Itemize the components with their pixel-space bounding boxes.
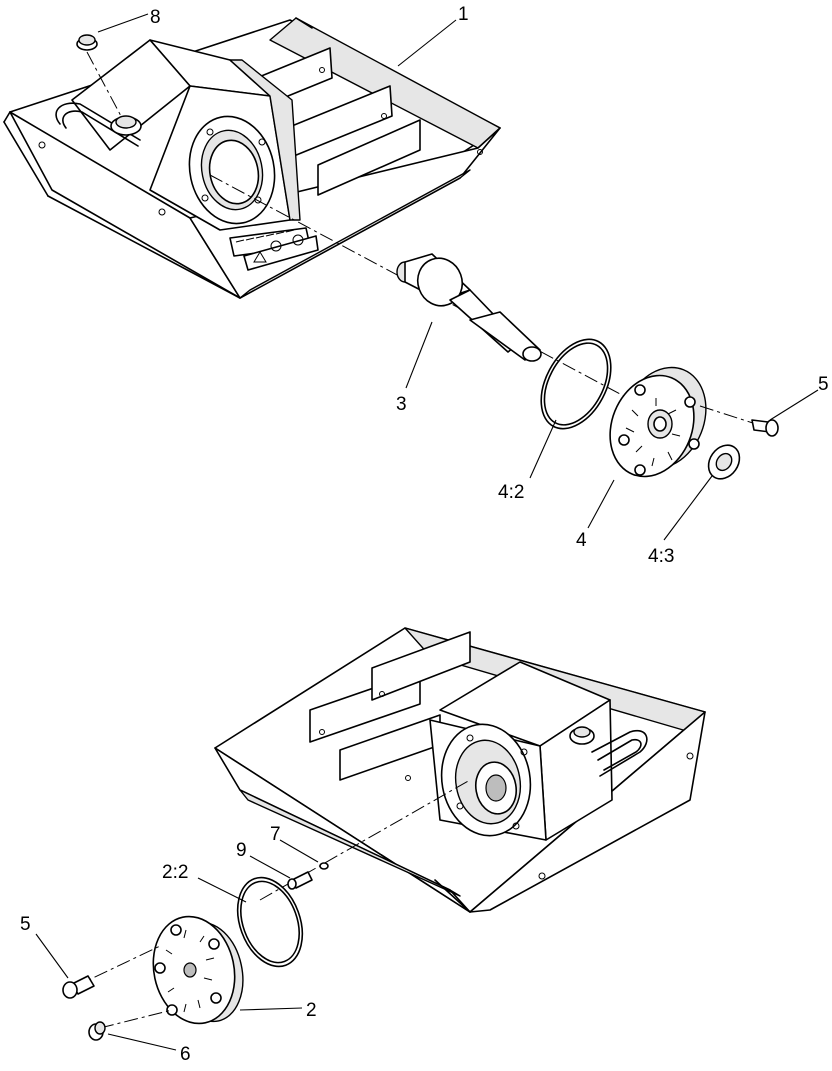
part-9-screw xyxy=(259,779,471,901)
part-2-2-o-ring xyxy=(236,876,304,968)
callout-1: 1 xyxy=(458,4,469,25)
part-6-plug xyxy=(88,1009,173,1041)
callout-labels: 1 8 3 5 4:2 4 4:3 7 9 2:2 5 2 6 xyxy=(20,4,829,1065)
callout-4: 4 xyxy=(576,530,587,551)
part-5-top-bolt xyxy=(699,405,779,437)
callout-9: 9 xyxy=(236,840,247,861)
bottom-base-plate-assembly xyxy=(214,627,706,913)
part-8-filler-plug xyxy=(76,34,123,119)
callout-7: 7 xyxy=(270,824,281,845)
callout-2-2: 2:2 xyxy=(162,862,188,883)
callout-3: 3 xyxy=(396,394,407,415)
callout-6: 6 xyxy=(180,1044,191,1065)
part-7-washer xyxy=(319,862,329,870)
part-3-eccentric-shaft xyxy=(209,174,651,411)
callout-4-3: 4:3 xyxy=(648,546,674,567)
callout-2: 2 xyxy=(306,1000,317,1021)
callout-8: 8 xyxy=(150,7,161,28)
part-4-3-washer xyxy=(707,444,741,480)
leader-lines xyxy=(35,13,819,1051)
part-5-bottom-bolt xyxy=(62,945,161,999)
callout-5-top: 5 xyxy=(818,374,829,395)
callout-4-2: 4:2 xyxy=(498,482,524,503)
top-base-plate-assembly xyxy=(3,17,501,299)
part-4-bearing-cover xyxy=(609,366,707,478)
callout-5-bottom: 5 xyxy=(20,914,31,935)
part-2-bearing-cover xyxy=(152,915,244,1025)
